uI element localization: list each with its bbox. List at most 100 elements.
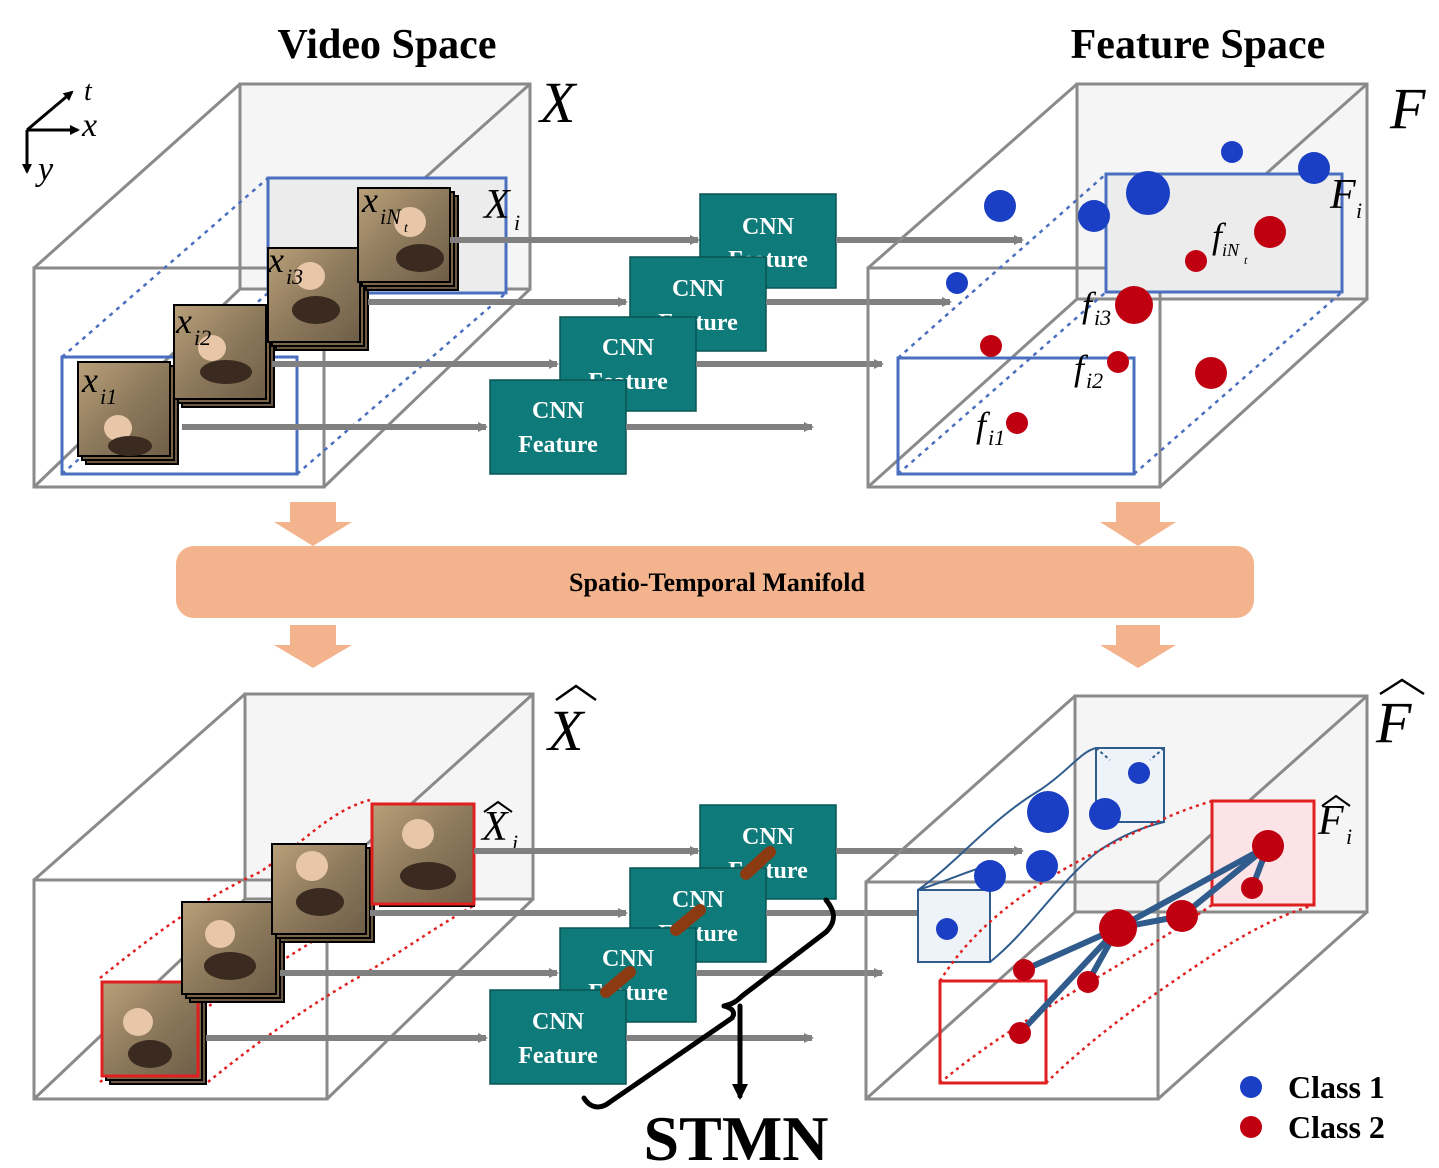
svg-text:i: i xyxy=(1346,824,1352,849)
class1-point xyxy=(974,860,1006,892)
class2-point xyxy=(1006,412,1028,434)
temporal-connectors xyxy=(600,846,776,998)
arrows-cnn-to-feature-top xyxy=(626,235,1024,432)
svg-text:CNN: CNN xyxy=(532,1009,585,1035)
x-space-label: X xyxy=(538,70,578,135)
stmn-brace xyxy=(581,897,836,1110)
svg-text:Class 1: Class 1 xyxy=(1288,1069,1385,1105)
f-hat-space-label: F xyxy=(1375,678,1425,755)
stmn-label: STMN xyxy=(644,1103,829,1168)
class1-point xyxy=(1298,152,1330,184)
fi-hat-label: F i xyxy=(1317,794,1352,849)
svg-text:x: x xyxy=(81,360,98,400)
svg-text:i1: i1 xyxy=(100,384,117,409)
video-frame-hat-1 xyxy=(100,980,207,1085)
frame-label-n: x iN t xyxy=(361,180,409,236)
svg-text:X: X xyxy=(482,182,512,228)
class2-point xyxy=(1254,216,1286,248)
svg-text:F: F xyxy=(1329,172,1356,218)
video-frame-hat-3 xyxy=(271,843,375,943)
class1-point xyxy=(936,918,958,940)
fi-label: F i xyxy=(1329,172,1362,223)
arrows-video-to-cnn-bottom xyxy=(206,846,700,1043)
feature-points-top xyxy=(946,141,1330,434)
svg-text:CNN: CNN xyxy=(602,335,655,361)
svg-text:t: t xyxy=(404,221,409,236)
axis-x-label: x xyxy=(81,107,97,144)
class1-point xyxy=(1126,171,1170,215)
class2-point xyxy=(1115,286,1153,324)
f-space-label: F xyxy=(1389,76,1426,141)
video-frame-3 xyxy=(267,247,369,351)
video-frame-2 xyxy=(173,304,275,408)
axis-t-label: t xyxy=(84,76,93,107)
video-frames-top xyxy=(77,187,459,465)
xi-label: X i xyxy=(482,182,520,235)
svg-text:Feature: Feature xyxy=(518,432,598,458)
manifold-arrows-in xyxy=(274,502,1176,546)
svg-text:x: x xyxy=(361,180,378,220)
xi-hat-label: X i xyxy=(480,800,518,855)
axes-icon: t x y xyxy=(22,76,97,188)
legend-item-class-2: Class 2 xyxy=(1240,1109,1385,1145)
x-hat-space-label: X xyxy=(546,684,597,763)
svg-text:CNN: CNN xyxy=(672,276,725,302)
frame-label-2: x i2 xyxy=(175,301,211,350)
svg-text:F: F xyxy=(1375,690,1412,755)
feature-points-bottom xyxy=(936,762,1284,1044)
svg-text:i2: i2 xyxy=(1086,368,1103,393)
video-frame-hat-2 xyxy=(181,901,285,1003)
cnn-box: CNN Feature xyxy=(489,989,627,1085)
class2-point xyxy=(1099,909,1137,947)
feature-label-1: f i1 xyxy=(976,405,1005,450)
svg-text:i2: i2 xyxy=(194,325,211,350)
svg-text:i1: i1 xyxy=(988,425,1005,450)
axis-y-label: y xyxy=(35,151,54,188)
class2-point xyxy=(1195,357,1227,389)
class1-point xyxy=(1027,791,1069,833)
arrows-video-to-cnn-top xyxy=(182,235,700,432)
class2-point xyxy=(980,335,1002,357)
class2-point xyxy=(1013,959,1035,981)
svg-text:CNN: CNN xyxy=(742,214,795,240)
svg-text:Class 2: Class 2 xyxy=(1288,1109,1385,1145)
legend-item-class-1: Class 1 xyxy=(1240,1069,1385,1105)
class1-point xyxy=(1128,762,1150,784)
manifold-label: Spatio-Temporal Manifold xyxy=(569,568,865,597)
svg-text:i3: i3 xyxy=(286,264,303,289)
class1-point xyxy=(1221,141,1243,163)
class1-point xyxy=(1089,798,1121,830)
class1-point xyxy=(1078,200,1110,232)
class1-point xyxy=(946,272,968,294)
manifold-arrows-out xyxy=(274,625,1176,668)
class2-point xyxy=(1185,250,1207,272)
svg-text:CNN: CNN xyxy=(532,398,585,424)
manifold-band: Spatio-Temporal Manifold xyxy=(176,546,1254,618)
class1-point xyxy=(984,190,1016,222)
svg-text:x: x xyxy=(267,240,284,280)
svg-text:t: t xyxy=(1244,253,1248,267)
frame-label-3: x i3 xyxy=(267,240,303,289)
feature-label-2: f i2 xyxy=(1074,348,1103,393)
video-space-title: Video Space xyxy=(278,22,497,68)
svg-text:iN: iN xyxy=(1222,240,1240,260)
svg-text:X: X xyxy=(546,698,586,763)
svg-text:i3: i3 xyxy=(1094,305,1111,330)
frame-label-1: x i1 xyxy=(81,360,117,409)
svg-text:Feature: Feature xyxy=(518,1043,598,1069)
video-frame-n xyxy=(357,187,459,291)
svg-text:x: x xyxy=(175,301,192,341)
cnn-stack-bottom: CNN Feature CNN Feature CNN Feature CNN … xyxy=(489,804,837,1085)
class2-point xyxy=(1241,877,1263,899)
svg-text:F: F xyxy=(1317,798,1344,844)
class2-point xyxy=(1166,900,1198,932)
svg-text:iN: iN xyxy=(380,204,402,229)
video-frames-bottom xyxy=(100,802,476,1085)
class2-point xyxy=(1252,830,1284,862)
video-frame-1 xyxy=(77,361,179,465)
class2-point xyxy=(1009,1022,1031,1044)
cnn-stack-top: CNN Feature CNN Feature CNN Feature CNN … xyxy=(489,193,837,475)
cnn-box: CNN Feature xyxy=(559,316,697,412)
svg-text:i: i xyxy=(512,830,518,855)
